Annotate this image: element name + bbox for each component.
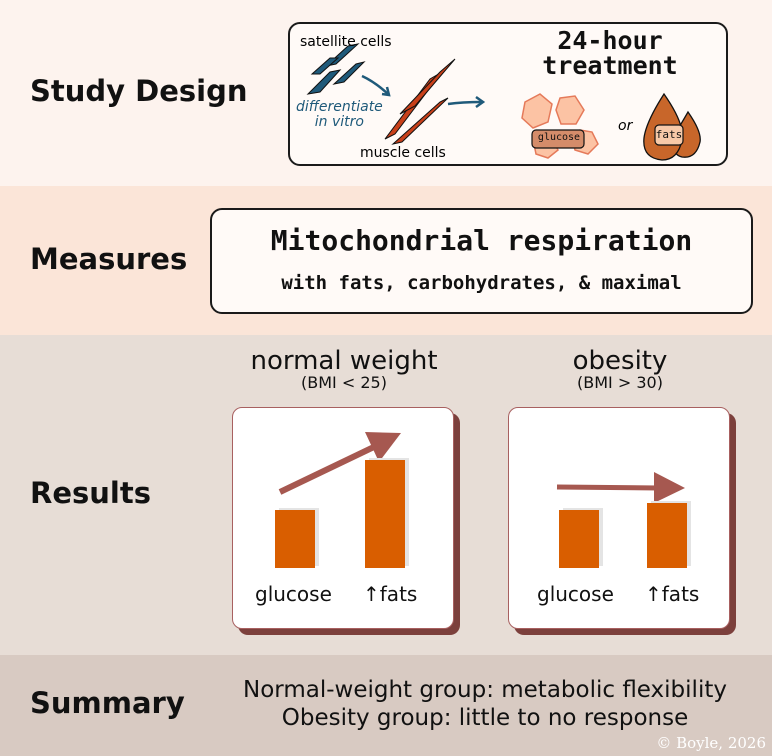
fats-tag: fats [655,128,683,141]
copyright: © Boyle, 2026 [656,734,766,752]
section-summary: Summary [30,686,185,720]
muscle-cells-label: muscle cells [360,145,446,161]
or-label: or [618,118,633,134]
bar-label-fats: ↑fats [645,582,700,606]
summary-line-1: Normal-weight group: metabolic flexibili… [243,677,727,703]
treatment-line-2: treatment [542,51,678,80]
group-title: obesity [572,346,668,376]
glucose-tag: glucose [537,132,581,143]
measures-box: Mitochondrial respiration with fats, car… [210,208,753,314]
satellite-cells-label: satellite cells [300,34,392,50]
satellite-cells-icon [306,43,366,95]
bar-label-glucose: glucose [255,582,332,606]
measures-subtitle: with fats, carbohydrates, & maximal [281,272,682,294]
treatment-title: 24-hour treatment [510,28,710,78]
muscle-cells-icon [384,58,456,145]
normal-weight-panel: glucose ↑fats [232,407,454,629]
section-study-design: Study Design [30,74,248,108]
bar-label-fats: ↑fats [363,582,418,606]
differentiate-label: differentiate in vitro [296,100,383,130]
fats-text: fats [379,582,418,606]
study-design-box: satellite cells differentiate in vitro m… [288,22,728,166]
in-vitro-line: in vitro [314,114,364,130]
group-normal-weight-header: normal weight (BMI < 25) [224,346,464,392]
group-title: normal weight [250,346,438,376]
section-results: Results [30,476,151,510]
section-measures: Measures [30,242,188,276]
obesity-panel: glucose ↑fats [508,407,730,629]
bar-glucose [275,510,315,568]
bar-fats [647,503,687,568]
summary-line-2: Obesity group: little to no response [281,705,689,731]
group-subtitle: (BMI < 25) [301,373,387,392]
group-subtitle: (BMI > 30) [577,373,663,392]
study-design-illustration [306,43,701,161]
treatment-line-1: 24-hour [557,26,663,55]
bar-glucose [559,510,599,568]
arrow-icon [361,74,389,95]
bar-fats [365,460,405,568]
summary-band [0,655,772,756]
fats-text: fats [661,582,700,606]
bar-label-glucose: glucose [537,582,614,606]
measures-title: Mitochondrial respiration [270,224,693,257]
group-obesity-header: obesity (BMI > 30) [500,346,740,392]
differentiate-line: differentiate [296,99,383,115]
flat-arrow-icon [556,472,685,503]
increase-arrow-icon [278,432,401,495]
